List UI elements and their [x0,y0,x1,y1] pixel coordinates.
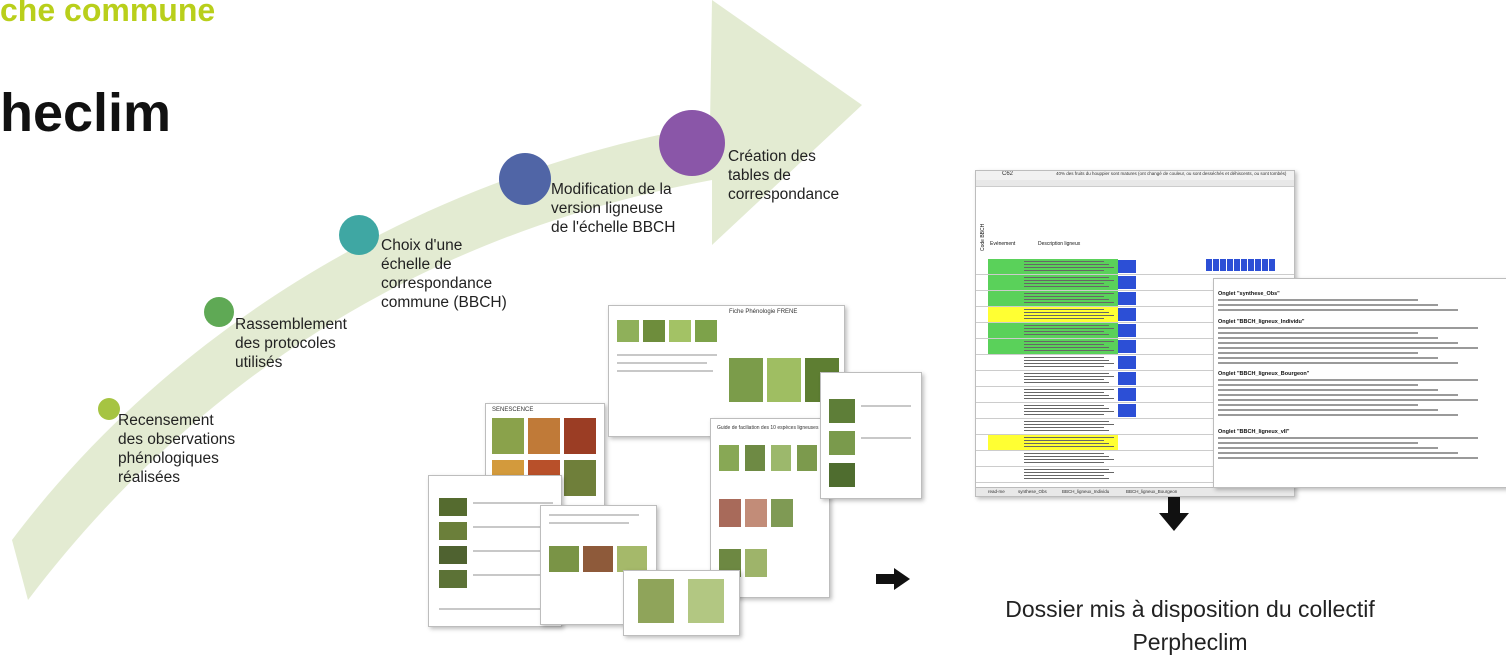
notes-section-title: Onglet "BBCH_ligneux_Individu" [1218,319,1305,325]
document-photo [439,546,467,564]
document-photo [564,418,596,454]
step-2-label: Rassemblement des protocoles utilisés [235,316,347,371]
spreadsheet-row [976,419,1294,435]
sheet-tab: read-me [988,489,1005,494]
step-1-circle [98,398,120,420]
column-header-description: Description ligneux [1038,241,1081,247]
step-1-label: Recensement des observations phénologiqu… [118,412,236,486]
spreadsheet-row [976,387,1294,403]
document-photo [771,499,793,527]
document-photo [439,498,467,516]
spreadsheet-row [976,339,1294,355]
step-3-label: Choix d'une échelle de correspondance co… [381,237,507,311]
project-title: heclim [0,83,172,143]
document-photo [719,499,741,527]
document-photo [719,445,739,471]
document-photo [617,320,639,342]
cell-reference: C62 [1002,171,1014,177]
timeline-arrow [12,0,862,600]
spreadsheet-row [976,403,1294,419]
spreadsheet-row [976,355,1294,371]
document-photo [745,499,767,527]
column-header-code: Code BBCH [980,223,986,251]
document-photo [695,320,717,342]
sheet-tab: BBCH_ligneux_Individu [1062,489,1110,494]
document-photo [669,320,691,342]
notes-section-title: Onglet "BBCH_ligneux_Bourgeon" [1218,371,1310,377]
spreadsheet-row [976,371,1294,387]
document-photo [583,546,613,572]
sheet-tab: synthese_Obs [1018,489,1047,494]
spreadsheet-row [976,259,1294,275]
document-photo [528,418,560,454]
document-photo [729,358,763,402]
timeline-arrow-shape [12,0,862,600]
protocol-document [820,372,922,499]
down-arrow-icon [1159,497,1189,531]
spreadsheet-row [976,291,1294,307]
document-photo [771,445,791,471]
document-photo [745,445,765,471]
document-photo [829,399,855,423]
document-photo [492,418,524,454]
section-title: che commune [0,0,216,28]
document-photo [745,549,767,577]
step-4-label: Modification de la version ligneuse de l… [551,181,676,236]
document-photo [767,358,801,402]
step-2-circle [204,297,234,327]
document-photo [643,320,665,342]
document-photo [617,546,647,572]
document-title: Guide de faciliation des 10 espèces lign… [717,425,819,431]
document-photo [829,431,855,455]
shared-folder-text: Dossier mis à disposition du collectif P… [1005,596,1375,655]
notes-section-title: Onglet "synthese_Obs" [1218,291,1280,297]
protocol-document [623,570,740,636]
step-4-circle [499,153,551,205]
document-photo [439,522,467,540]
spreadsheet-row [976,275,1294,291]
document-title: Fiche Phénologie FRENE [729,309,798,315]
shared-folder-caption: Dossier mis à disposition du collectif P… [940,560,1440,659]
protocol-document [428,475,562,627]
right-arrow-icon [876,568,910,590]
document-photo [688,579,724,623]
spreadsheet-row [976,307,1294,323]
spreadsheet-row [976,467,1294,483]
notes-section-title: Onglet "BBCH_ligneux_vII" [1218,429,1290,435]
spreadsheet-row [976,451,1294,467]
spreadsheet-row [976,323,1294,339]
sheet-tab: BBCH_ligneux_Bourgeon [1126,489,1178,494]
formula-bar: 40% des fruits du houppier sont matures … [1056,171,1287,176]
workbook-notes: Onglet "synthese_Obs" Onglet "BBCH_ligne… [1213,278,1506,488]
document-photo [439,570,467,588]
document-photo [564,460,596,496]
document-photo [638,579,674,623]
step-3-circle [339,215,379,255]
document-title: SENESCENCE [492,407,534,413]
step-5-circle [659,110,725,176]
document-photo [797,445,817,471]
column-header-event: Evénement [990,241,1016,247]
spreadsheet-row [976,435,1294,451]
protocol-document: Guide de faciliation des 10 espèces lign… [710,418,830,598]
document-photo [829,463,855,487]
document-photo [549,546,579,572]
step-5-label: Création des tables de correspondance [728,148,840,203]
